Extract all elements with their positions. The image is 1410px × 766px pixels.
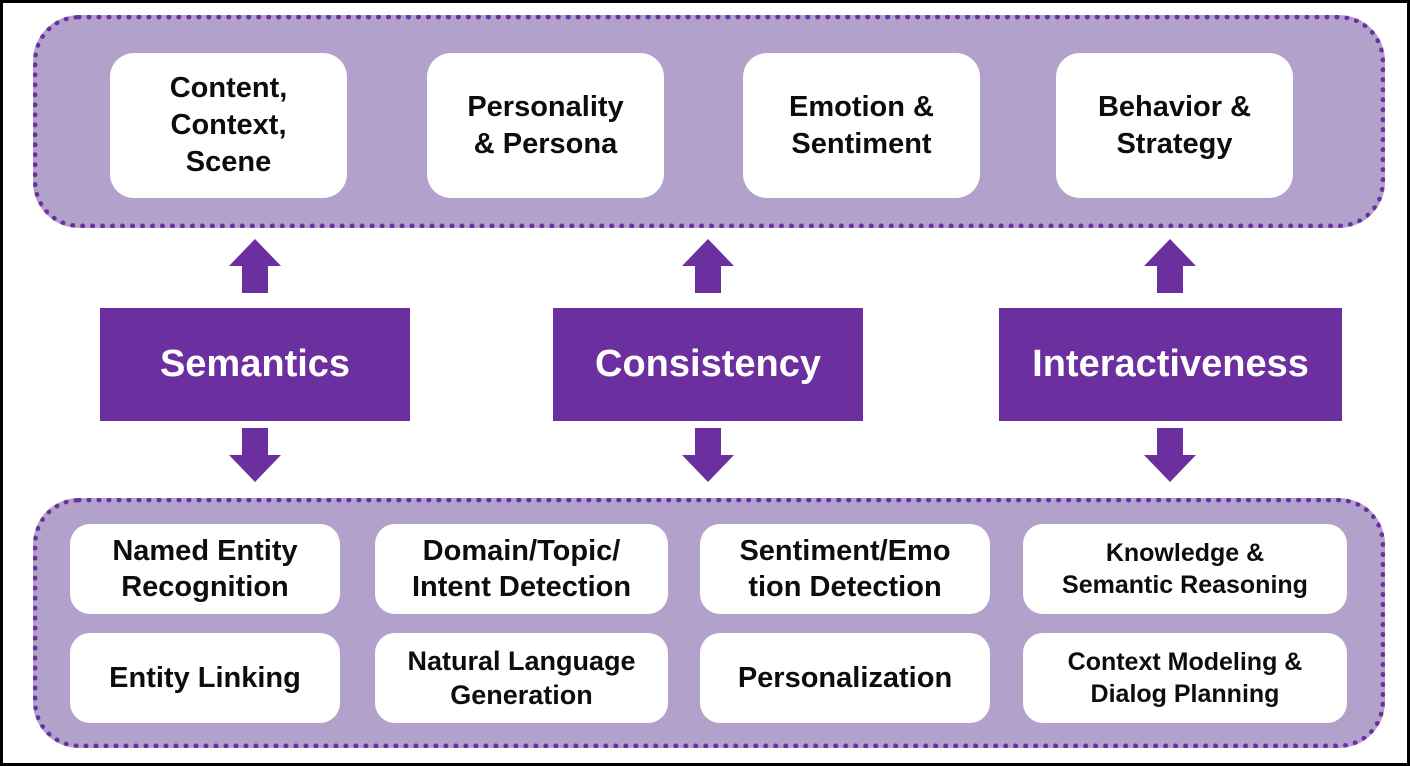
up-arrow-icon	[682, 239, 734, 293]
pillar-semantics: Semantics	[100, 308, 410, 421]
aspect-box-content-context-scene: Content, Context, Scene	[110, 53, 347, 198]
task-label: Sentiment/Emo tion Detection	[739, 535, 951, 603]
pillar-interactiveness: Interactiveness	[999, 308, 1342, 421]
up-arrow-icon	[229, 239, 281, 293]
nlp-tasks-panel: Named Entity Recognition Domain/Topic/ I…	[33, 498, 1385, 748]
task-label: Personalization	[737, 662, 953, 694]
aspect-box-emotion-sentiment: Emotion & Sentiment	[743, 53, 980, 198]
task-box-knowledge-semantic-reasoning: Knowledge & Semantic Reasoning	[1023, 524, 1347, 614]
aspect-label: Behavior & Strategy	[1097, 90, 1252, 160]
dialogue-aspects-panel: Content, Context, Scene Personality & Pe…	[33, 15, 1385, 228]
task-box-personalization: Personalization	[700, 633, 990, 723]
aspect-label: Content, Context, Scene	[169, 72, 288, 178]
task-box-sentiment-emotion-detection: Sentiment/Emo tion Detection	[700, 524, 990, 614]
down-arrow-icon	[682, 428, 734, 482]
aspect-label: Personality & Persona	[467, 90, 624, 160]
pillar-consistency: Consistency	[553, 308, 863, 421]
aspect-box-personality-persona: Personality & Persona	[427, 53, 664, 198]
up-arrow-icon	[1144, 239, 1196, 293]
aspect-box-behavior-strategy: Behavior & Strategy	[1056, 53, 1293, 198]
down-arrow-icon	[229, 428, 281, 482]
task-label: Knowledge & Semantic Reasoning	[1062, 539, 1308, 599]
task-label: Named Entity Recognition	[112, 535, 298, 603]
task-box-context-modeling-dialog-planning: Context Modeling & Dialog Planning	[1023, 633, 1347, 723]
pillar-label: Consistency	[595, 343, 821, 385]
task-box-natural-language-generation: Natural Language Generation	[375, 633, 668, 723]
task-label: Entity Linking	[109, 662, 301, 694]
task-label: Natural Language Generation	[407, 646, 636, 710]
pillar-label: Semantics	[159, 343, 351, 385]
down-arrow-icon	[1144, 428, 1196, 482]
pillar-label: Interactiveness	[1032, 343, 1309, 385]
task-box-domain-topic-intent-detection: Domain/Topic/ Intent Detection	[375, 524, 668, 614]
task-label: Domain/Topic/ Intent Detection	[411, 535, 632, 603]
task-box-entity-linking: Entity Linking	[70, 633, 340, 723]
task-label: Context Modeling & Dialog Planning	[1067, 648, 1303, 708]
task-box-named-entity-recognition: Named Entity Recognition	[70, 524, 340, 614]
aspect-label: Emotion & Sentiment	[789, 90, 934, 160]
